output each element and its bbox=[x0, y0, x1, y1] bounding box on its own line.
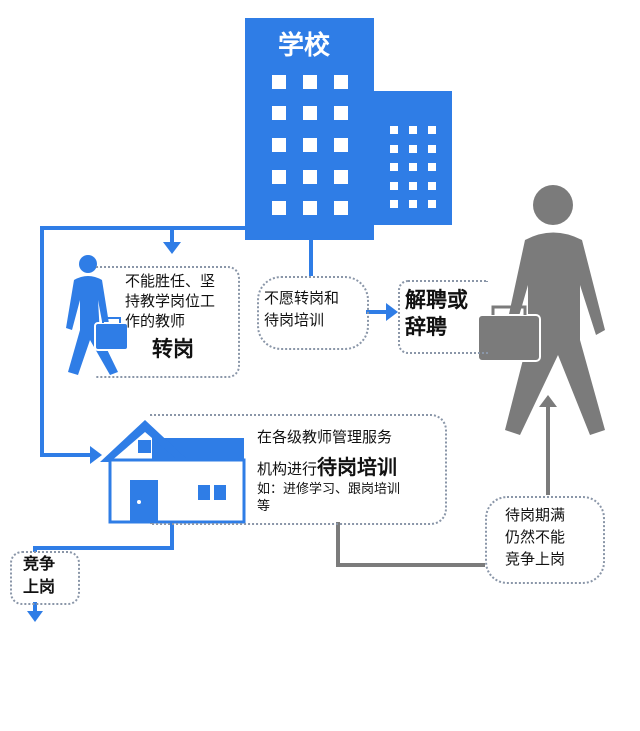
arrowhead-gray bbox=[539, 395, 557, 407]
walking-teacher-icon bbox=[66, 255, 129, 375]
compete-text-2: 上岗 bbox=[23, 577, 56, 596]
transfer-text-3: 作的教师 bbox=[125, 312, 186, 330]
transfer-text-2: 持教学岗位工 bbox=[125, 292, 216, 310]
transfer-action: 转岗 bbox=[152, 337, 194, 361]
school-building-icon bbox=[245, 18, 452, 240]
gray-flow-lines bbox=[336, 405, 550, 567]
refuse-box bbox=[257, 276, 369, 350]
expired-text-3: 竞争上岗 bbox=[505, 550, 566, 568]
training-box bbox=[150, 414, 447, 525]
dismiss-text-2: 辞聘 bbox=[405, 315, 447, 339]
training-house-icon bbox=[100, 420, 246, 524]
dismiss-text-1: 解聘或 bbox=[405, 288, 468, 312]
refuse-text-2: 待岗培训 bbox=[264, 311, 325, 329]
expired-text-2: 仍然不能 bbox=[505, 528, 566, 546]
training-text-3: 如：进修学习、跟岗培训 bbox=[257, 482, 401, 497]
compete-box bbox=[10, 551, 80, 605]
training-text-4: 等 bbox=[257, 499, 271, 514]
expired-box bbox=[485, 496, 605, 584]
dismiss-box bbox=[398, 280, 488, 354]
transfer-box bbox=[96, 266, 240, 378]
transfer-text-1: 不能胜任、坚 bbox=[125, 272, 216, 290]
training-text-2: 机构进行待岗培训 bbox=[257, 455, 397, 480]
refuse-text-1: 不愿转岗和 bbox=[264, 289, 340, 307]
school-title: 学校 bbox=[278, 31, 331, 61]
compete-text-1: 竞争 bbox=[23, 554, 56, 573]
dismissed-person-icon bbox=[477, 185, 605, 435]
training-text-1: 在各级教师管理服务 bbox=[257, 428, 393, 446]
expired-text-1: 待岗期满 bbox=[505, 506, 566, 524]
training-text-2-prefix: 机构进行 bbox=[257, 460, 318, 478]
training-text-2-bold: 待岗培训 bbox=[317, 455, 398, 479]
arrowheads-blue bbox=[27, 242, 398, 622]
blue-flow-lines bbox=[33, 226, 388, 612]
